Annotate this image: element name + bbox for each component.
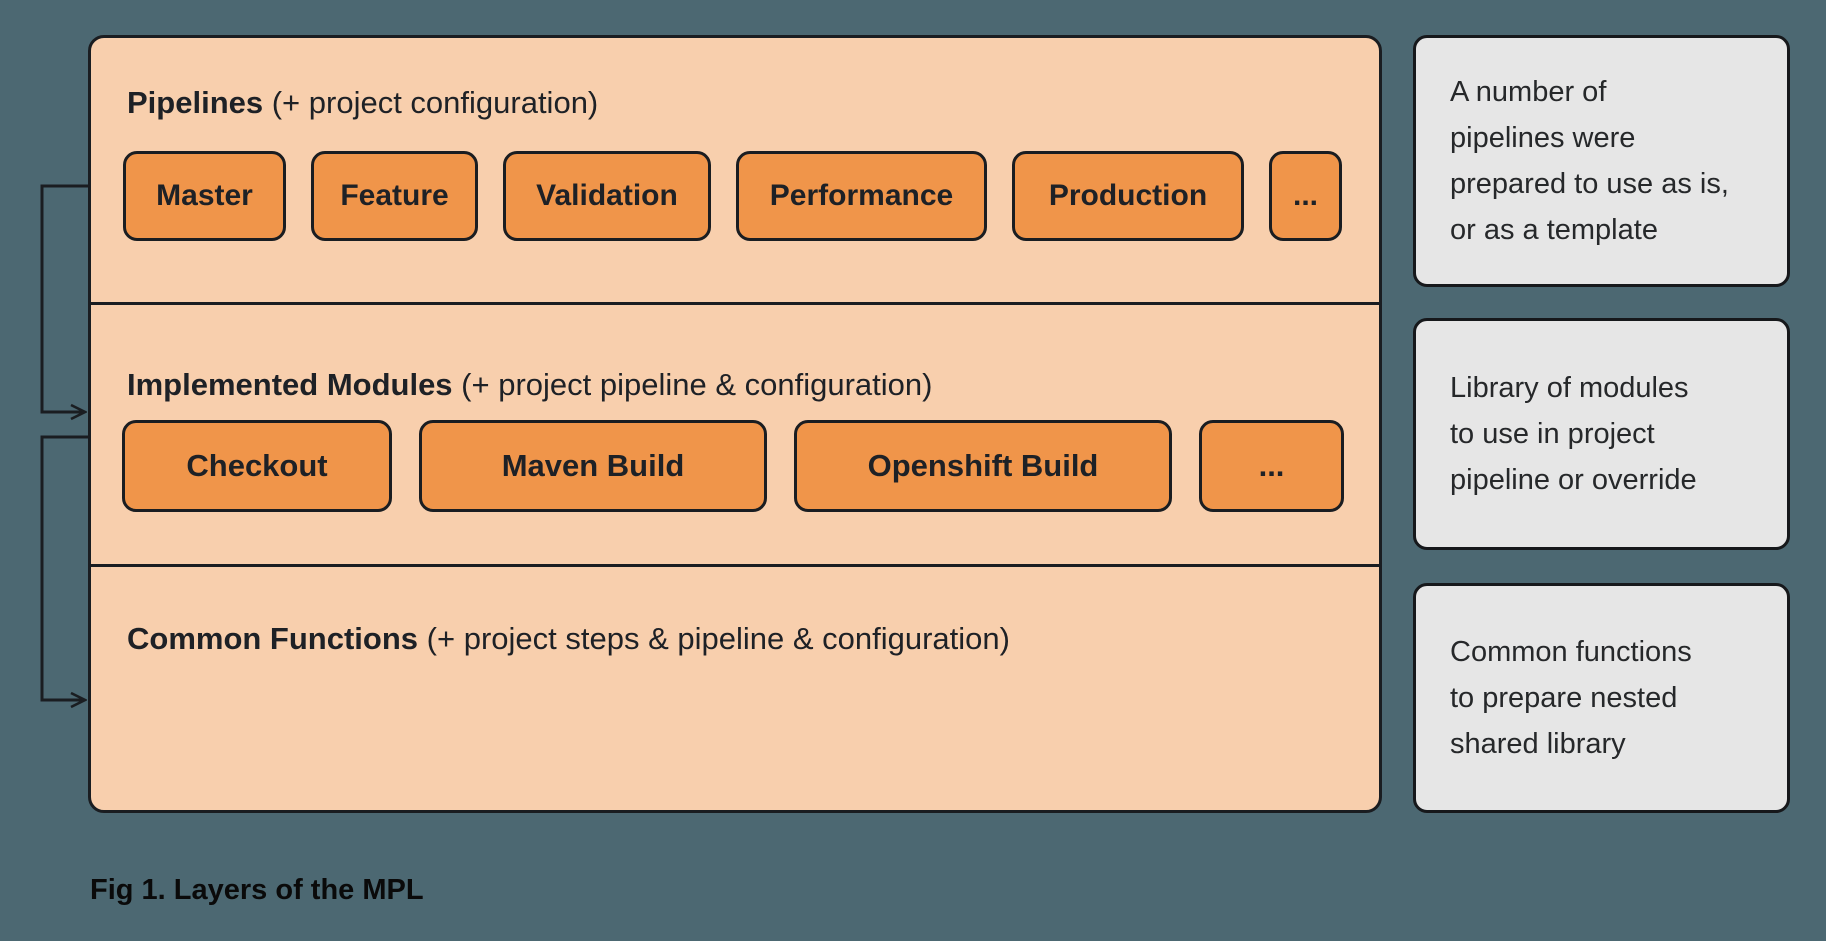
pipeline-box-production: Production: [1012, 151, 1244, 241]
figure-caption: Fig 1. Layers of the MPL: [90, 874, 424, 906]
modules-button-row: Checkout Maven Build Openshift Build ...: [122, 420, 1344, 512]
layer-title-bold: Common Functions: [127, 621, 419, 656]
note-pipelines: A number of pipelines were prepared to u…: [1413, 35, 1790, 287]
note-line: A number of: [1450, 76, 1607, 108]
module-box-ellipsis: ...: [1199, 420, 1344, 512]
pipeline-box-master: Master: [123, 151, 286, 241]
pipeline-box-validation: Validation: [503, 151, 711, 241]
arrow-modules-to-functions: [40, 435, 88, 700]
note-line: to use in project: [1450, 418, 1655, 450]
layer-divider: [90, 302, 1380, 305]
note-line: pipeline or override: [1450, 464, 1697, 496]
layer-title-rest: (+ project pipeline & configuration): [452, 367, 933, 402]
arrow-pipelines-to-modules: [40, 184, 88, 412]
layer-title-pipelines: Pipelines (+ project configuration): [127, 84, 598, 122]
module-box-checkout: Checkout: [122, 420, 392, 512]
layer-title-common-functions: Common Functions (+ project steps & pipe…: [127, 620, 1010, 658]
layer-title-implemented-modules: Implemented Modules (+ project pipeline …: [127, 366, 932, 404]
pipelines-button-row: Master Feature Validation Performance Pr…: [123, 151, 1342, 241]
note-line: pipelines were: [1450, 122, 1636, 154]
pipeline-box-feature: Feature: [311, 151, 478, 241]
module-box-maven-build: Maven Build: [419, 420, 767, 512]
pipeline-box-performance: Performance: [736, 151, 987, 241]
pipeline-box-ellipsis: ...: [1269, 151, 1342, 241]
layer-divider: [90, 564, 1380, 567]
note-line: or as a template: [1450, 214, 1658, 246]
note-line: to prepare nested: [1450, 682, 1678, 714]
note-line: prepared to use as is,: [1450, 168, 1729, 200]
note-modules: Library of modules to use in project pip…: [1413, 318, 1790, 550]
layers-panel: Pipelines (+ project configuration) Mast…: [88, 35, 1382, 813]
note-line: Common functions: [1450, 636, 1692, 668]
layer-title-rest: (+ project configuration): [263, 85, 599, 120]
note-line: shared library: [1450, 728, 1626, 760]
module-box-openshift-build: Openshift Build: [794, 420, 1172, 512]
note-line: Library of modules: [1450, 372, 1689, 404]
note-common-functions: Common functions to prepare nested share…: [1413, 583, 1790, 813]
layer-title-rest: (+ project steps & pipeline & configurat…: [418, 621, 1010, 656]
layer-title-bold: Pipelines: [127, 85, 264, 120]
layer-title-bold: Implemented Modules: [127, 367, 453, 402]
